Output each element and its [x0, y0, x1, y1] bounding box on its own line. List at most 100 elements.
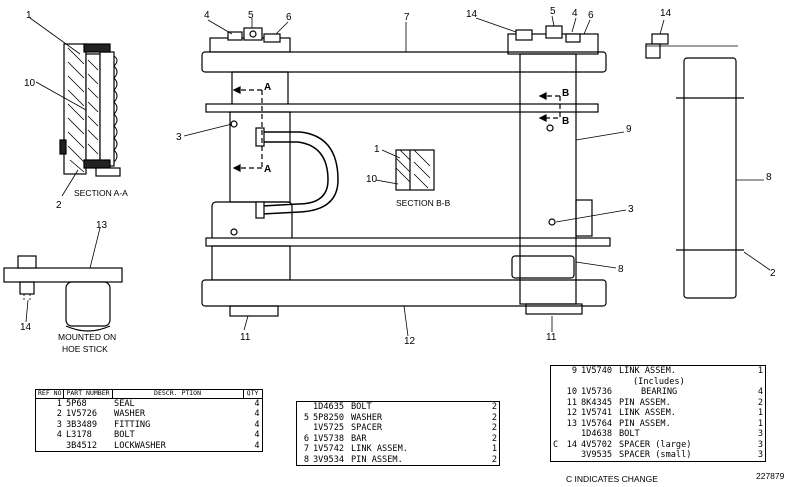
- qty-cell: 1: [757, 366, 763, 376]
- part-number-cell: 3V9535: [581, 450, 613, 460]
- ref-cell: 8: [303, 454, 309, 465]
- ref-cell: [297, 402, 312, 413]
- change-mark-cell: [551, 419, 564, 430]
- callout-5-top-left: 5: [248, 10, 254, 21]
- description-cell: BOLT: [351, 402, 372, 412]
- mounted-caption-line2: HOE STICK: [62, 344, 108, 354]
- callout-14-far: 14: [660, 8, 672, 19]
- ref-cell: 13: [566, 418, 577, 429]
- callout-13: 13: [96, 220, 108, 231]
- qty-cell: 4: [254, 398, 260, 409]
- part-number-cell: 5P68: [65, 398, 87, 409]
- description-cell: SPACER: [351, 423, 383, 433]
- part-number-cell: 3B4512: [65, 440, 98, 451]
- callout-11-right: 11: [546, 332, 557, 343]
- table-row: 1D4635 BOLT 2: [297, 402, 500, 413]
- qty-cell: 3: [757, 439, 763, 450]
- parts-table-1: REF NO PART NUMBER DESCR. PTION QTY 1 5P…: [34, 389, 263, 452]
- table-row: 4 L3178 BOLT 4: [36, 430, 263, 441]
- callout-3-left: 3: [176, 132, 182, 143]
- table-row: 6 1V5738 BAR 2: [297, 434, 500, 445]
- mounted-on-hoe-stick-view: [3, 227, 123, 332]
- header-part-number: PART NUMBER: [63, 389, 113, 399]
- part-number-cell: 1V5738: [313, 433, 345, 444]
- ref-cell: 12: [566, 408, 577, 418]
- callout-3-right: 3: [628, 204, 634, 215]
- callout-14-mount: 14: [20, 322, 32, 333]
- qty-cell: 2: [491, 412, 497, 423]
- part-number-cell: 1V5764: [581, 418, 613, 429]
- qty-cell: 1: [757, 408, 763, 418]
- part-number-cell: 1V5742: [313, 444, 345, 454]
- section-aa-view: [29, 17, 121, 197]
- change-mark-cell: [551, 366, 564, 377]
- qty-cell: 2: [491, 454, 497, 465]
- ref-cell: 5: [303, 412, 309, 423]
- part-number-cell: L3178: [65, 430, 92, 440]
- callout-4-top-right: 4: [572, 8, 578, 19]
- ref-cell: [563, 450, 579, 461]
- callout-5-top-right: 5: [550, 6, 556, 17]
- pin-assembly-view: [645, 19, 771, 299]
- part-number-cell: 1D4635: [313, 402, 345, 412]
- table-row: 12 1V5741 LINK ASSEM. 1: [551, 408, 766, 419]
- change-mark-cell: [551, 429, 564, 440]
- header-ref-no: REF NO: [34, 389, 65, 399]
- qty-cell: 3: [757, 429, 763, 439]
- description-cell: WASHER: [351, 412, 383, 423]
- table-row: 9 1V5740 LINK ASSEM. 1: [551, 366, 766, 377]
- header-qty: QTY: [242, 389, 263, 399]
- qty-cell: 3: [757, 450, 763, 460]
- description-cell: LINK ASSEM.: [619, 366, 676, 376]
- part-number-cell: 1V5741: [581, 408, 613, 418]
- ref-cell: 10: [566, 387, 577, 397]
- table-row: 11 8K4345 PIN ASSEM. 2: [551, 398, 766, 409]
- callout-2-section-a: 2: [56, 200, 62, 211]
- callout-8-far: 8: [766, 172, 772, 183]
- table-row: 1 5P68 SEAL 4: [36, 398, 263, 409]
- section-b-letter-top: B: [562, 88, 569, 99]
- part-number-cell: 8K4345: [581, 397, 613, 408]
- part-number-cell: 1V5725: [313, 423, 345, 433]
- qty-cell: 2: [491, 433, 497, 444]
- callout-6-top-left: 6: [286, 12, 292, 23]
- table-row: (Includes): [551, 377, 766, 388]
- ref-cell: 1: [56, 398, 62, 409]
- part-number-cell: 4V5702: [581, 439, 613, 450]
- parts-table-2: 1D4635 BOLT 2 5 5P8250 WASHER 2 1V5725 S…: [296, 401, 500, 466]
- table-row: 13 1V5764 PIN ASSEM. 1: [551, 419, 766, 430]
- table-row: 2 1V5726 WASHER 4: [36, 409, 263, 420]
- callout-1-section-b: 1: [374, 144, 380, 155]
- callout-8-mid: 8: [618, 264, 624, 275]
- description-cell: LINK ASSEM.: [351, 444, 408, 454]
- mounted-caption-line1: MOUNTED ON: [58, 332, 116, 342]
- description-cell: BEARING: [641, 387, 678, 397]
- table-row: 3V9535 SPACER (small) 3: [551, 450, 766, 461]
- section-b-letter-bottom: B: [562, 116, 569, 127]
- section-a-letter-bottom: A: [264, 164, 271, 175]
- ref-cell: [297, 423, 312, 434]
- description-cell: LINK ASSEM.: [619, 408, 676, 418]
- table-row: C 14 4V5702 SPACER (large) 3: [551, 440, 766, 451]
- ref-cell: [563, 377, 579, 388]
- callout-11-left: 11: [240, 332, 251, 343]
- description-cell: FITTING: [114, 419, 151, 430]
- parts-table-3: 9 1V5740 LINK ASSEM. 1 (Includes) 10 1V5…: [550, 365, 766, 462]
- ref-cell: 2: [56, 409, 62, 419]
- qty-cell: 2: [491, 402, 497, 412]
- callout-6-top-right: 6: [588, 10, 594, 21]
- change-note: C INDICATES CHANGE: [566, 474, 658, 484]
- section-bb-caption: SECTION B-B: [396, 198, 451, 208]
- qty-cell: [749, 377, 766, 388]
- description-cell: SPACER (small): [619, 450, 692, 460]
- description-cell: BOLT: [619, 429, 640, 439]
- table-row: 5 5P8250 WASHER 2: [297, 413, 500, 424]
- table-row: 7 1V5742 LINK ASSEM. 1: [297, 444, 500, 455]
- header-description: DESCR. PTION: [111, 389, 244, 399]
- part-number-cell: 1V5736: [581, 387, 613, 397]
- qty-cell: 4: [254, 419, 260, 430]
- callout-10-section-b: 10: [366, 174, 378, 185]
- qty-cell: 2: [757, 397, 763, 408]
- ref-cell: 3: [56, 419, 62, 430]
